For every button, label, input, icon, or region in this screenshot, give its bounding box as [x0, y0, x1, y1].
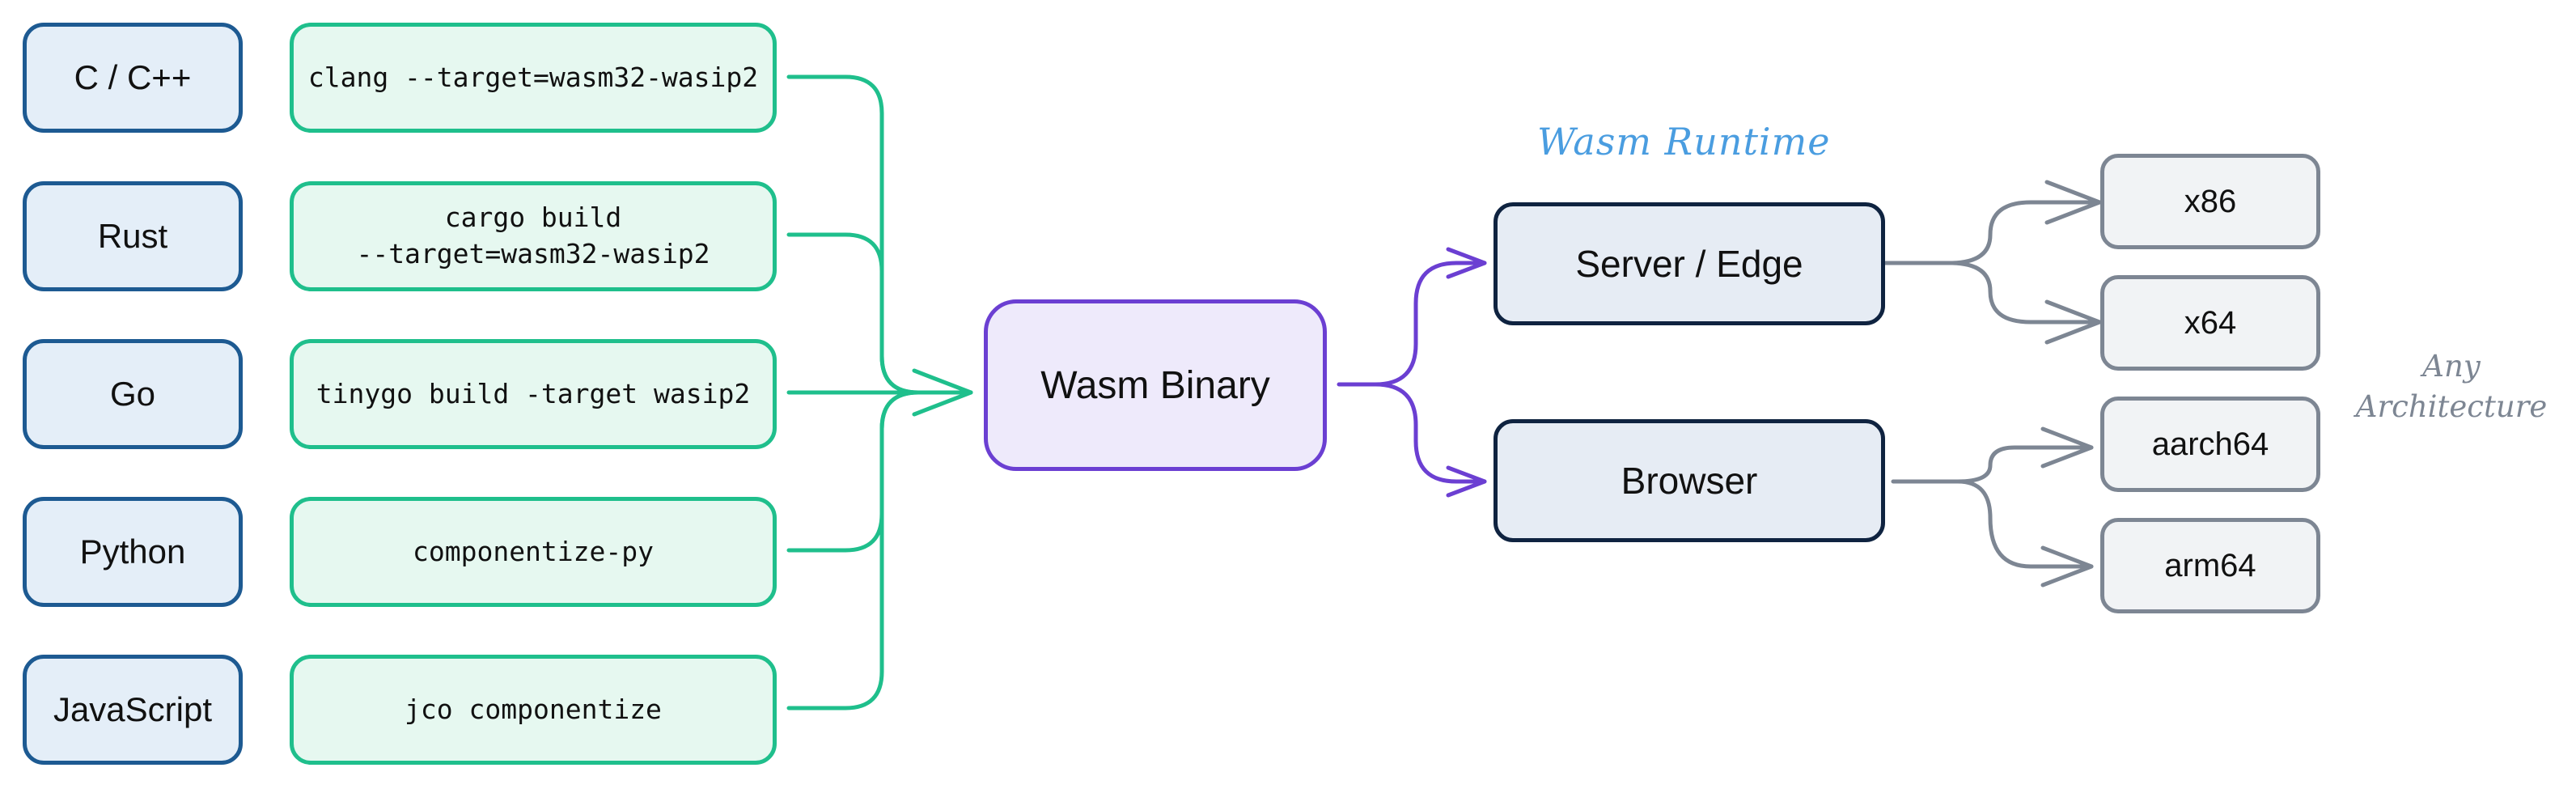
arrowhead-aarch64 — [2040, 426, 2094, 469]
wasm-runtime-title: Wasm Runtime — [1537, 120, 1831, 163]
arrowhead-x64 — [2044, 299, 2102, 345]
language-javascript: JavaScript — [23, 655, 243, 765]
arrowhead-binary — [912, 368, 973, 417]
command-componentize-py: componentize-py — [290, 497, 777, 607]
command-tinygo: tinygo build -target wasip2 — [290, 339, 777, 449]
wasm-binary-node: Wasm Binary — [984, 299, 1327, 471]
connector-browser — [1373, 382, 1487, 484]
connector-x64 — [1947, 261, 2102, 325]
command-jco: jco componentize — [290, 655, 777, 765]
runtime-browser: Browser — [1493, 419, 1885, 542]
connector-x86 — [1883, 200, 2102, 265]
arch-aarch64: aarch64 — [2100, 397, 2320, 492]
command-clang: clang --target=wasm32-wasip2 — [290, 23, 777, 133]
arch-x64: x64 — [2100, 275, 2320, 371]
arch-arm64: arm64 — [2100, 518, 2320, 613]
arrowhead-browser — [1446, 465, 1487, 498]
arch-x86: x86 — [2100, 154, 2320, 249]
connector-componentize-py — [786, 390, 921, 553]
arrowhead-arm64 — [2040, 545, 2094, 588]
connector-cargo — [786, 232, 921, 395]
connector-server-edge — [1337, 261, 1487, 387]
language-go: Go — [23, 339, 243, 449]
command-cargo-build: cargo build --target=wasm32-wasip2 — [290, 181, 777, 291]
arrowhead-x86 — [2044, 180, 2102, 225]
arrowhead-server-edge — [1446, 247, 1487, 279]
any-architecture-note: Any Architecture — [2355, 349, 2548, 424]
runtime-server-edge: Server / Edge — [1493, 202, 1885, 325]
connector-aarch64 — [1891, 445, 2094, 484]
language-rust: Rust — [23, 181, 243, 291]
language-c-cpp: C / C++ — [23, 23, 243, 133]
connector-jco — [786, 390, 921, 711]
language-python: Python — [23, 497, 243, 607]
connector-arm64 — [1955, 479, 2094, 569]
